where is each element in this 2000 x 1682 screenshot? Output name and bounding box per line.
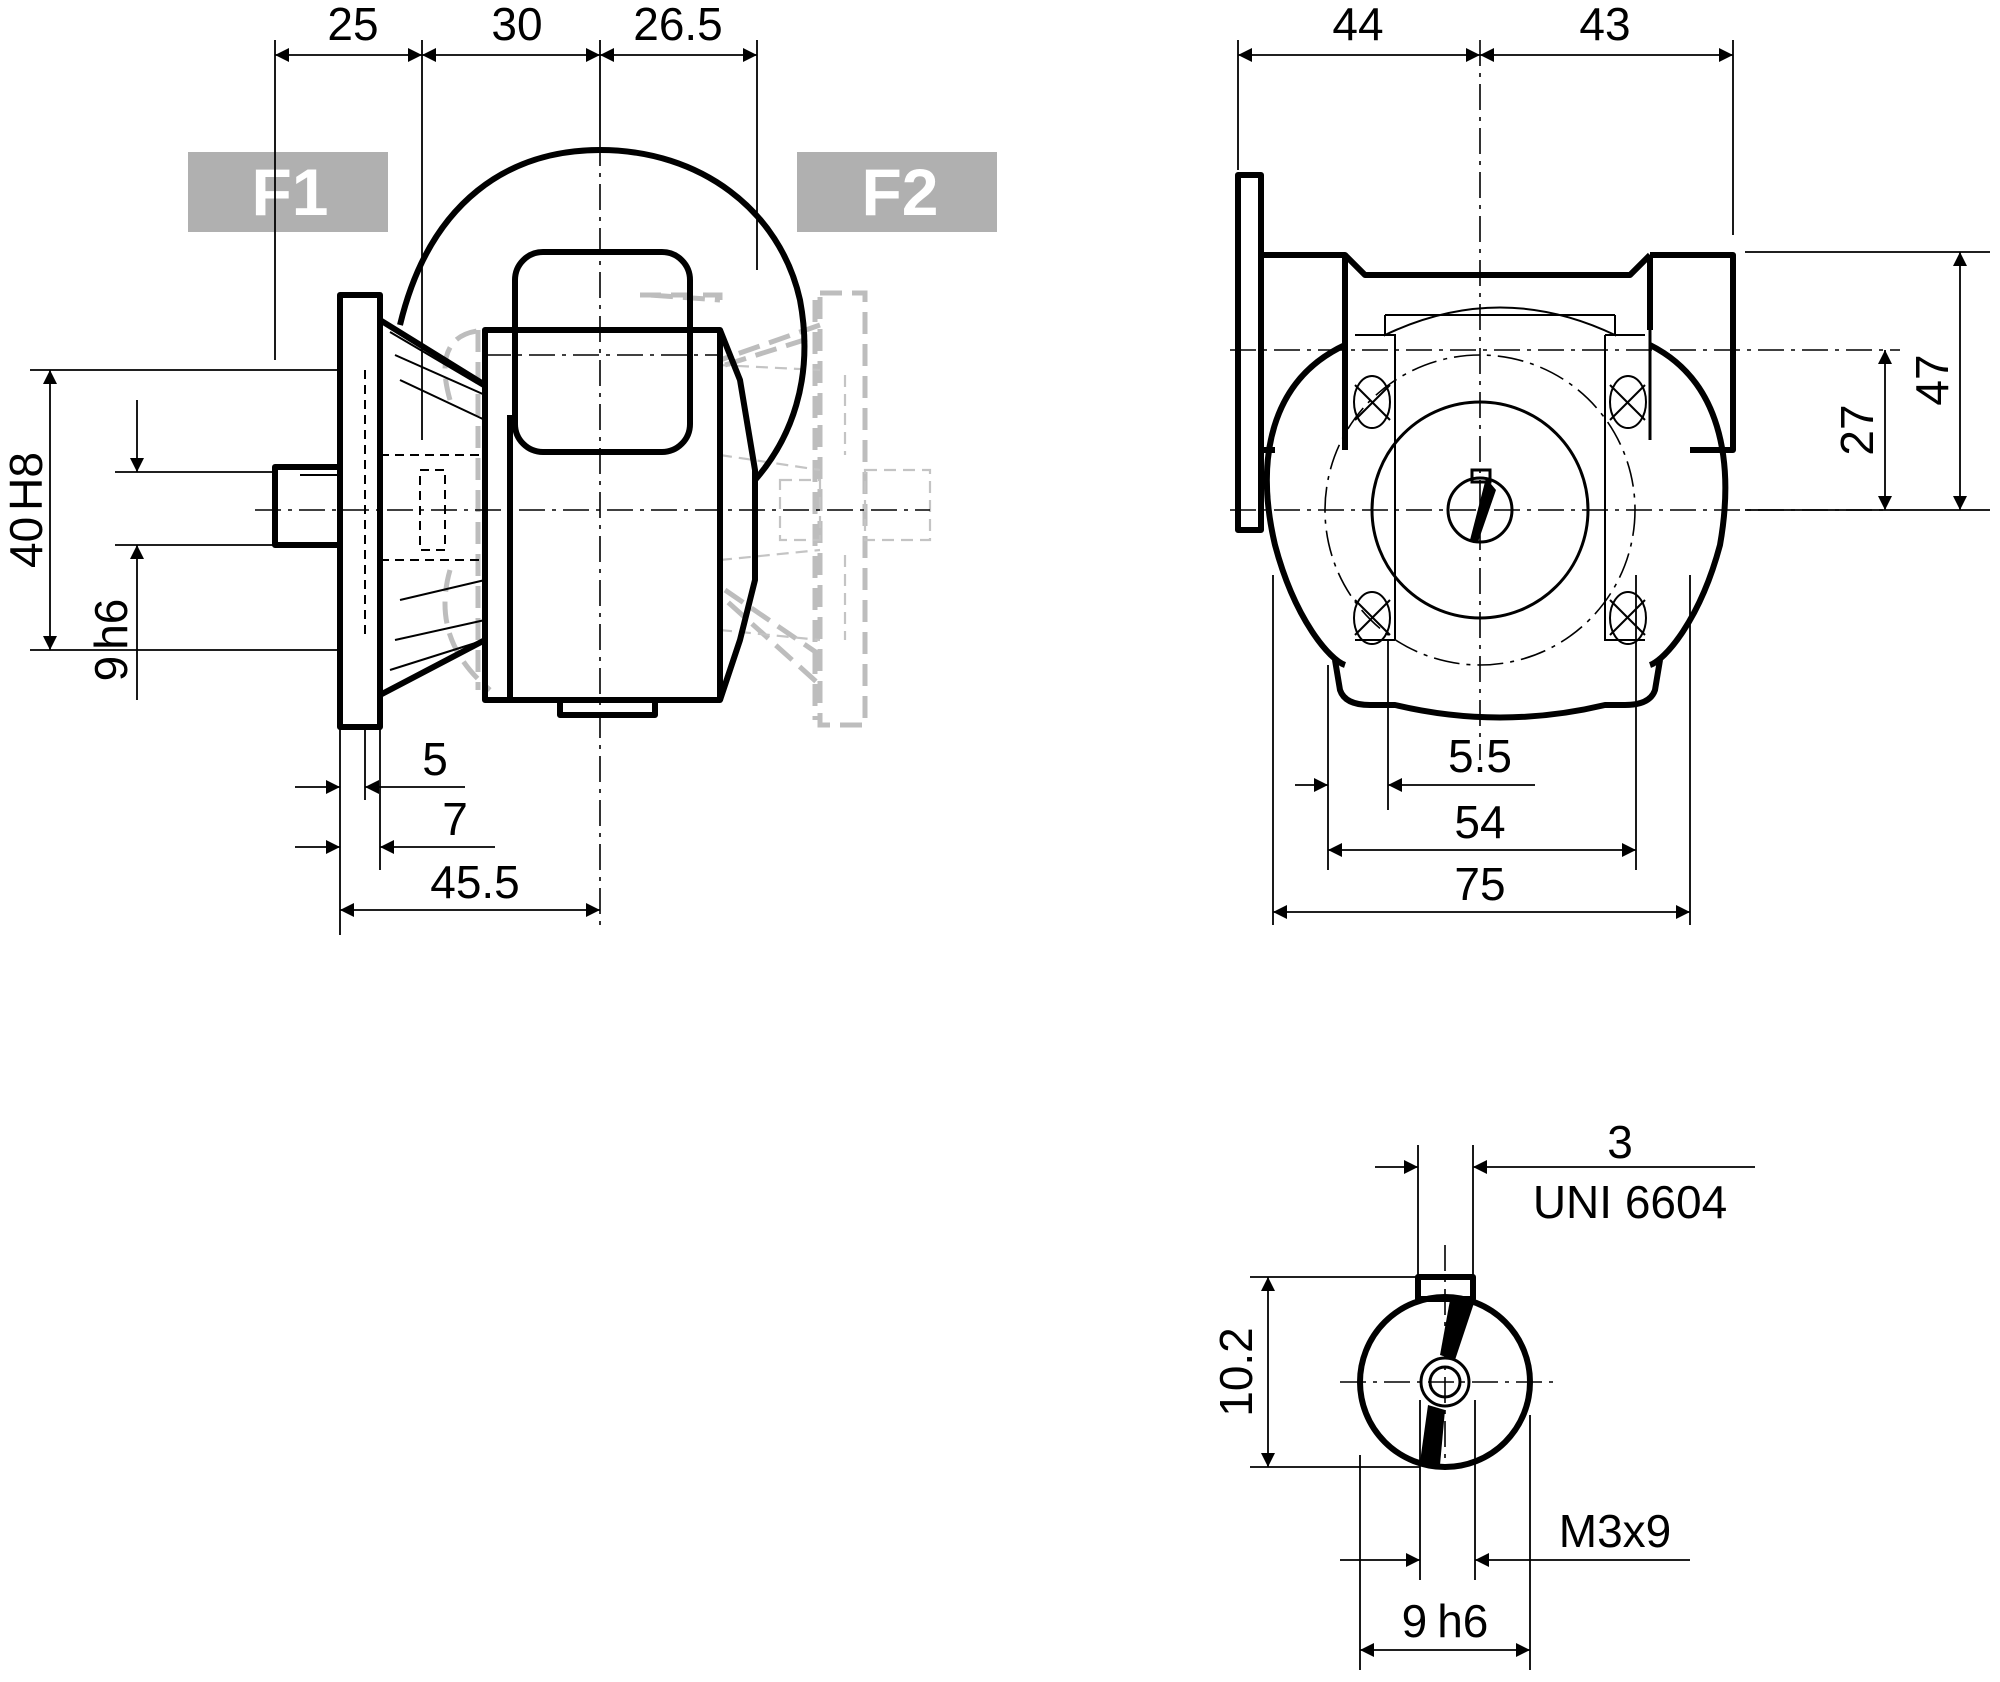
dim-9-h6: 9h6 — [85, 599, 137, 682]
dim-27: 27 — [1831, 404, 1883, 455]
shaft-key-mark-bottom — [1420, 1405, 1445, 1465]
dim-5: 5 — [422, 733, 448, 785]
dim-44: 44 — [1332, 0, 1383, 50]
right-shaft-boss — [1650, 252, 1736, 453]
dim-40-h8: 40H8 — [0, 452, 52, 568]
front-right-dimensions: 27 47 — [1745, 251, 1990, 511]
side-left-dimensions: 40H8 9h6 — [0, 369, 340, 700]
front-flange-plate — [1235, 172, 1264, 533]
dim-47: 47 — [1906, 354, 1958, 405]
key-standard: UNI 6604 — [1533, 1176, 1727, 1228]
adapter-cone — [378, 317, 488, 698]
shaft-key-mark-top — [1440, 1300, 1475, 1360]
side-bottom-dimensions: 5 7 45.5 — [295, 727, 600, 935]
dim-25: 25 — [327, 0, 378, 50]
dim-26-5: 26.5 — [633, 0, 723, 50]
dim-30: 30 — [491, 0, 542, 50]
housing-cover — [512, 249, 693, 455]
front-housing-body — [1263, 342, 1347, 668]
dim-45-5: 45.5 — [430, 856, 520, 908]
f2-badge: F2 — [797, 152, 997, 232]
front-view: 44 43 27 47 5.5 54 75 — [1230, 0, 1990, 925]
dim-10-2: 10.2 — [1210, 1327, 1262, 1417]
dim-54: 54 — [1454, 796, 1505, 848]
gearbox-housing — [482, 327, 723, 703]
wheel-housing-arc — [397, 147, 808, 482]
input-shaft — [272, 464, 343, 548]
front-bottom-dimensions: 5.5 54 75 — [1272, 575, 1691, 925]
side-view: F1 F2 25 30 26.5 — [0, 0, 997, 935]
dim-5-5: 5.5 — [1448, 730, 1512, 782]
svg-text:F2: F2 — [861, 155, 938, 229]
svg-text:F1: F1 — [251, 155, 328, 229]
dim-43: 43 — [1579, 0, 1630, 50]
dim-75: 75 — [1454, 858, 1505, 910]
thread-spec: M3x9 — [1559, 1505, 1671, 1557]
f1-badge: F1 — [188, 152, 388, 232]
input-flange — [337, 292, 383, 730]
dim-key-3: 3 — [1607, 1116, 1633, 1168]
front-top-dimensions: 44 43 — [1237, 0, 1734, 235]
dim-7: 7 — [442, 793, 468, 845]
side-top-dimensions: 25 30 26.5 — [274, 0, 758, 440]
